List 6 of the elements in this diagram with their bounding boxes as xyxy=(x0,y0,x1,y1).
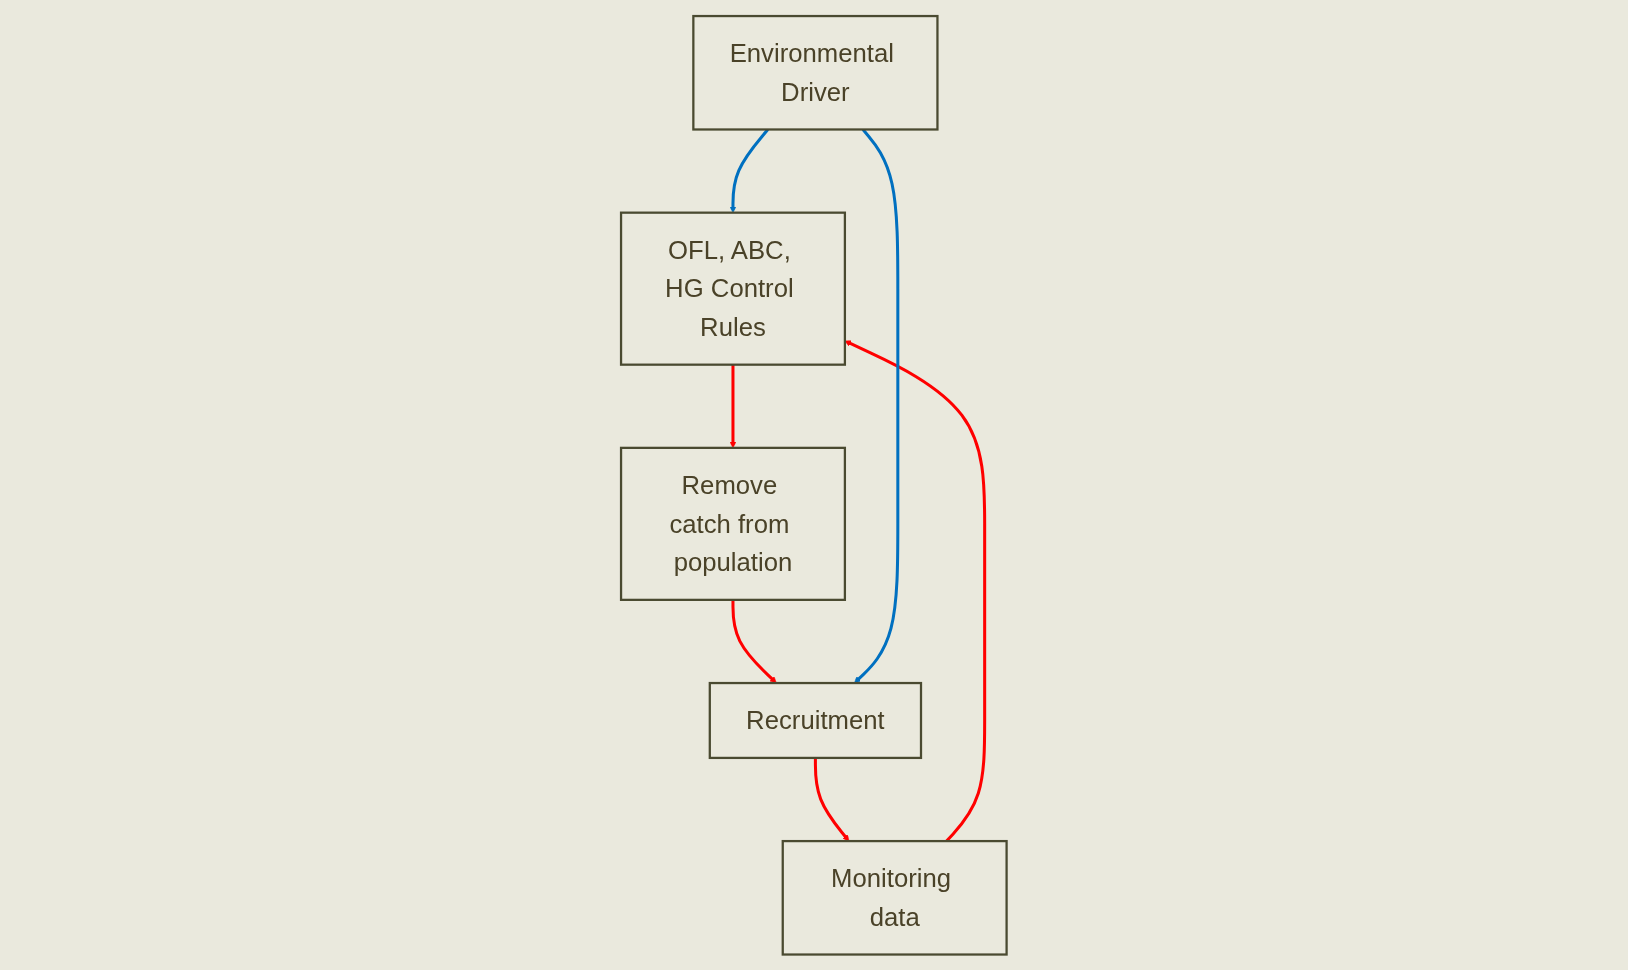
node-box: Recruitment xyxy=(708,681,923,759)
node-box: OFL, ABC, HG Control Rules xyxy=(620,211,847,366)
node-box: Monitoring data xyxy=(781,839,1008,956)
node-box: Environmental Driver xyxy=(692,14,939,131)
arrow xyxy=(729,364,737,448)
node-box: Remove catch from population xyxy=(620,446,847,601)
